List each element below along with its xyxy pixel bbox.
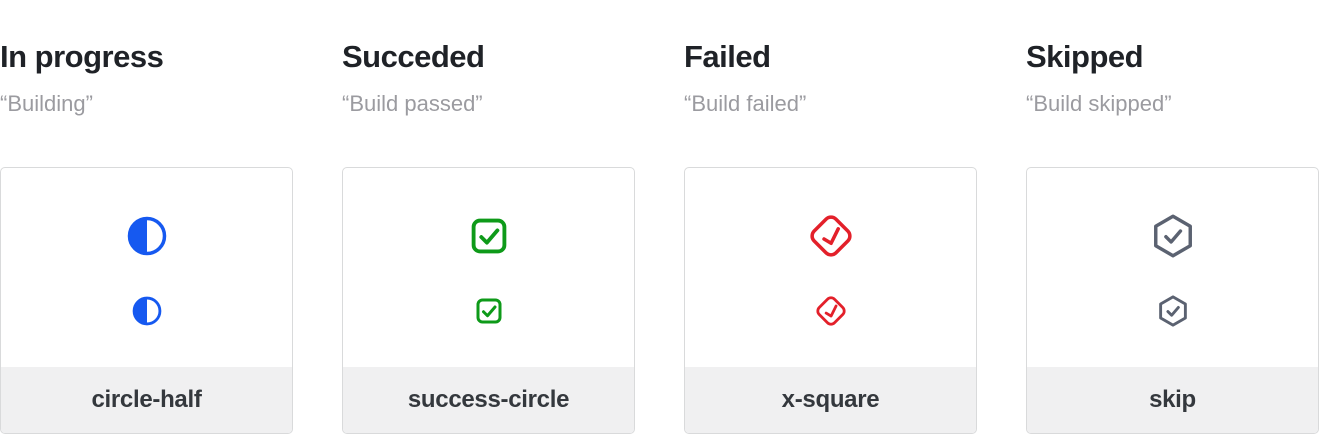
- status-column-succeded: Succeded “Build passed” succes: [342, 0, 635, 434]
- icon-preview-area: [685, 168, 976, 367]
- icon-preview-area: [343, 168, 634, 367]
- check-square-icon: [468, 215, 510, 257]
- check-square-icon: [474, 296, 504, 326]
- icon-card: circle-half: [0, 167, 293, 434]
- status-message: “Build failed”: [684, 91, 807, 116]
- check-hexagon-icon: [1150, 213, 1196, 259]
- status-title: Failed: [684, 39, 771, 74]
- circle-half-icon: [131, 296, 162, 327]
- status-message: “Building”: [0, 91, 93, 116]
- circle-half-icon: [126, 215, 168, 257]
- icon-name-footer: circle-half: [1, 367, 292, 433]
- icon-name-footer: skip: [1027, 367, 1318, 433]
- icon-name-footer: x-square: [685, 367, 976, 433]
- status-message: “Build passed”: [342, 91, 483, 116]
- check-diamond-icon: [813, 294, 848, 329]
- icon-name-label: success-circle: [407, 386, 570, 413]
- check-diamond-icon: [806, 211, 856, 261]
- status-title: Skipped: [1026, 39, 1144, 74]
- icon-card: x-square: [684, 167, 977, 434]
- icon-name-label: x-square: [781, 386, 880, 413]
- status-title: Succeded: [342, 39, 485, 74]
- icon-card: success-circle: [342, 167, 635, 434]
- status-column-failed: Failed “Build failed” x-square: [684, 0, 977, 434]
- icon-card: skip: [1026, 167, 1319, 434]
- icon-name-label: circle-half: [91, 386, 202, 413]
- icon-name-footer: success-circle: [343, 367, 634, 433]
- icon-preview-area: [1, 168, 292, 367]
- status-title: In progress: [0, 39, 164, 74]
- status-column-skipped: Skipped “Build skipped” skip: [1026, 0, 1319, 434]
- check-hexagon-icon: [1156, 295, 1189, 328]
- icon-name-label: skip: [1149, 386, 1196, 413]
- status-column-in-progress: In progress “Building” circle-: [0, 0, 293, 434]
- icon-preview-area: [1027, 168, 1318, 367]
- status-message: “Build skipped”: [1026, 91, 1172, 116]
